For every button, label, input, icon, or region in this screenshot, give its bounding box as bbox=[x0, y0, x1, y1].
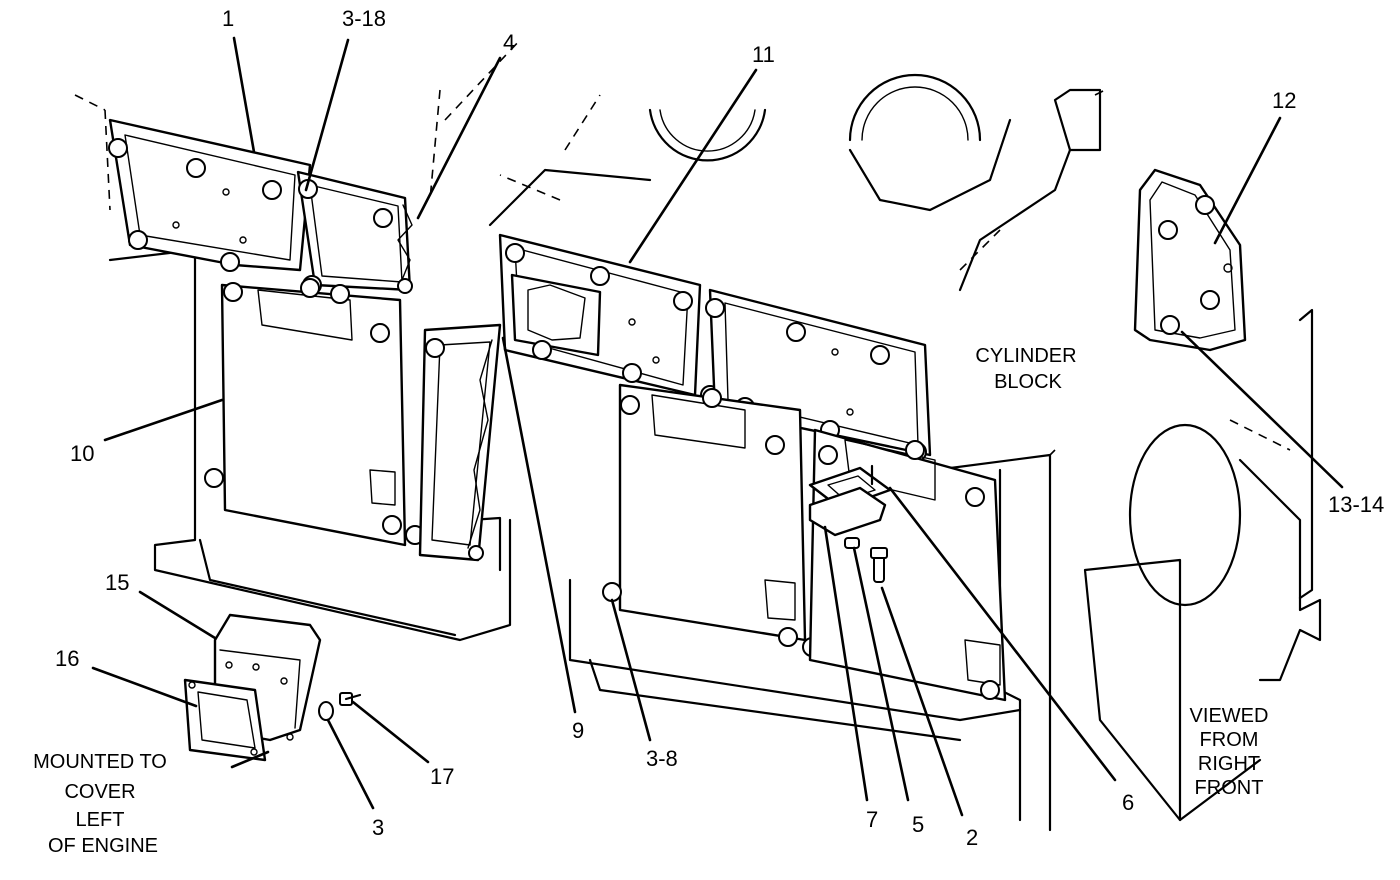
cover-plate-1 bbox=[108, 118, 312, 272]
callout-3-8: 3-8 bbox=[646, 746, 678, 771]
leader-lines bbox=[91, 36, 1344, 817]
note-viewed-line-2: FROM bbox=[1200, 729, 1259, 751]
callout-10: 10 bbox=[70, 441, 94, 466]
callout-16: 16 bbox=[55, 646, 79, 671]
callout-3: 3 bbox=[372, 815, 384, 840]
callout-13-14: 13-14 bbox=[1328, 492, 1384, 517]
cover-9-gasket bbox=[418, 323, 502, 562]
callout-12: 12 bbox=[1272, 88, 1296, 113]
callout-9: 9 bbox=[572, 718, 584, 743]
note-viewed-line-3: RIGHT bbox=[1198, 753, 1260, 775]
note-mounted-line-1: MOUNTED TO bbox=[33, 751, 167, 773]
note-cylinder-block-line-1: CYLINDER bbox=[975, 345, 1076, 367]
callout-17: 17 bbox=[430, 764, 454, 789]
note-viewed-from: VIEWED FROM RIGHT FRONT bbox=[1190, 705, 1269, 799]
note-cylinder-block-line-2: BLOCK bbox=[994, 371, 1062, 393]
cover-10 bbox=[204, 278, 425, 547]
cover-plate-3-18 bbox=[296, 170, 413, 295]
note-cylinder-block: CYLINDER BLOCK bbox=[975, 345, 1076, 393]
callout-4: 4 bbox=[503, 30, 515, 55]
part-16-gasket bbox=[183, 678, 267, 762]
cover-plate-11 bbox=[498, 233, 720, 405]
cover-12 bbox=[1133, 168, 1247, 352]
note-mounted-line-4: OF ENGINE bbox=[48, 835, 158, 857]
part-17-bolt bbox=[339, 692, 362, 706]
cover-3-8 bbox=[602, 383, 822, 657]
callout-15: 15 bbox=[105, 570, 129, 595]
callout-2: 2 bbox=[966, 825, 978, 850]
note-mounted-line-3: LEFT bbox=[76, 809, 125, 831]
callout-11: 11 bbox=[752, 42, 775, 67]
flange-assembly bbox=[808, 464, 892, 583]
note-viewed-line-4: FRONT bbox=[1195, 777, 1264, 799]
part-3-washer bbox=[318, 701, 334, 721]
callout-6: 6 bbox=[1122, 790, 1134, 815]
callout-7: 7 bbox=[866, 807, 878, 832]
right-engine-block bbox=[1083, 308, 1322, 822]
callout-5: 5 bbox=[912, 812, 924, 837]
note-mounted-to: MOUNTED TO COVER LEFT OF ENGINE bbox=[33, 751, 167, 857]
note-mounted-line-2: COVER bbox=[64, 781, 135, 803]
note-viewed-line-1: VIEWED bbox=[1190, 705, 1269, 727]
callout-1: 1 bbox=[222, 6, 234, 31]
callout-3-18: 3-18 bbox=[342, 6, 386, 31]
